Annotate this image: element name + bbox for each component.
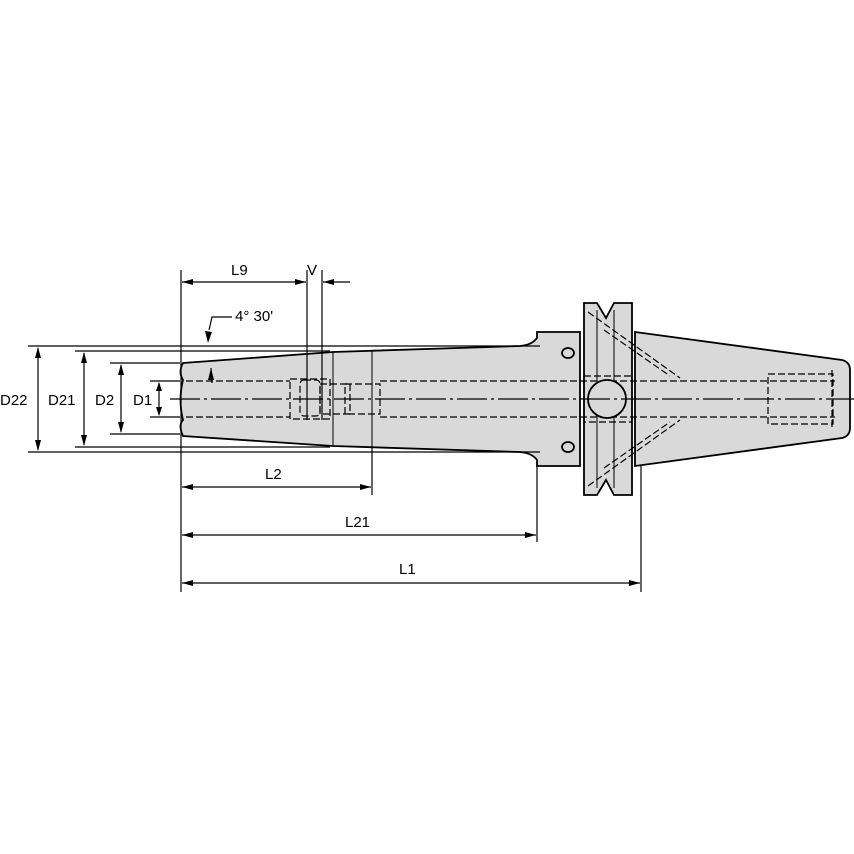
label-l21: L21 (345, 514, 370, 531)
label-angle: 4° 30' (235, 308, 273, 325)
label-l2: L2 (265, 466, 282, 483)
taper-shank (634, 330, 851, 468)
label-v: V (307, 262, 317, 279)
dimension-lines (28, 270, 642, 592)
balance-hole-bottom (561, 441, 575, 453)
label-d21: D21 (48, 392, 76, 409)
label-l1: L1 (399, 561, 416, 578)
balance-hole-top (561, 347, 575, 359)
label-d22: D22 (0, 392, 28, 409)
label-l9: L9 (231, 262, 248, 279)
label-d2: D2 (95, 392, 114, 409)
label-d1: D1 (133, 392, 152, 409)
